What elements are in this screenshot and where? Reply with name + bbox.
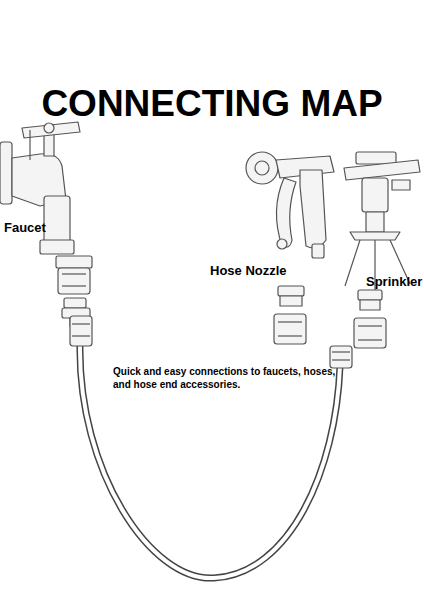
part-label: Hose Nozzle <box>210 263 300 279</box>
part-label: Sprinkler <box>366 274 424 290</box>
diagram-title: CONNECTING MAP <box>0 82 424 126</box>
sprinkler-drawing <box>344 152 420 348</box>
hose-nozzle-drawing <box>246 152 334 344</box>
garden-hose <box>70 316 352 578</box>
faucet-drawing <box>0 122 80 254</box>
part-label: Faucet <box>4 220 74 236</box>
note-text: Quick and easy connections to faucets, h… <box>113 366 338 391</box>
